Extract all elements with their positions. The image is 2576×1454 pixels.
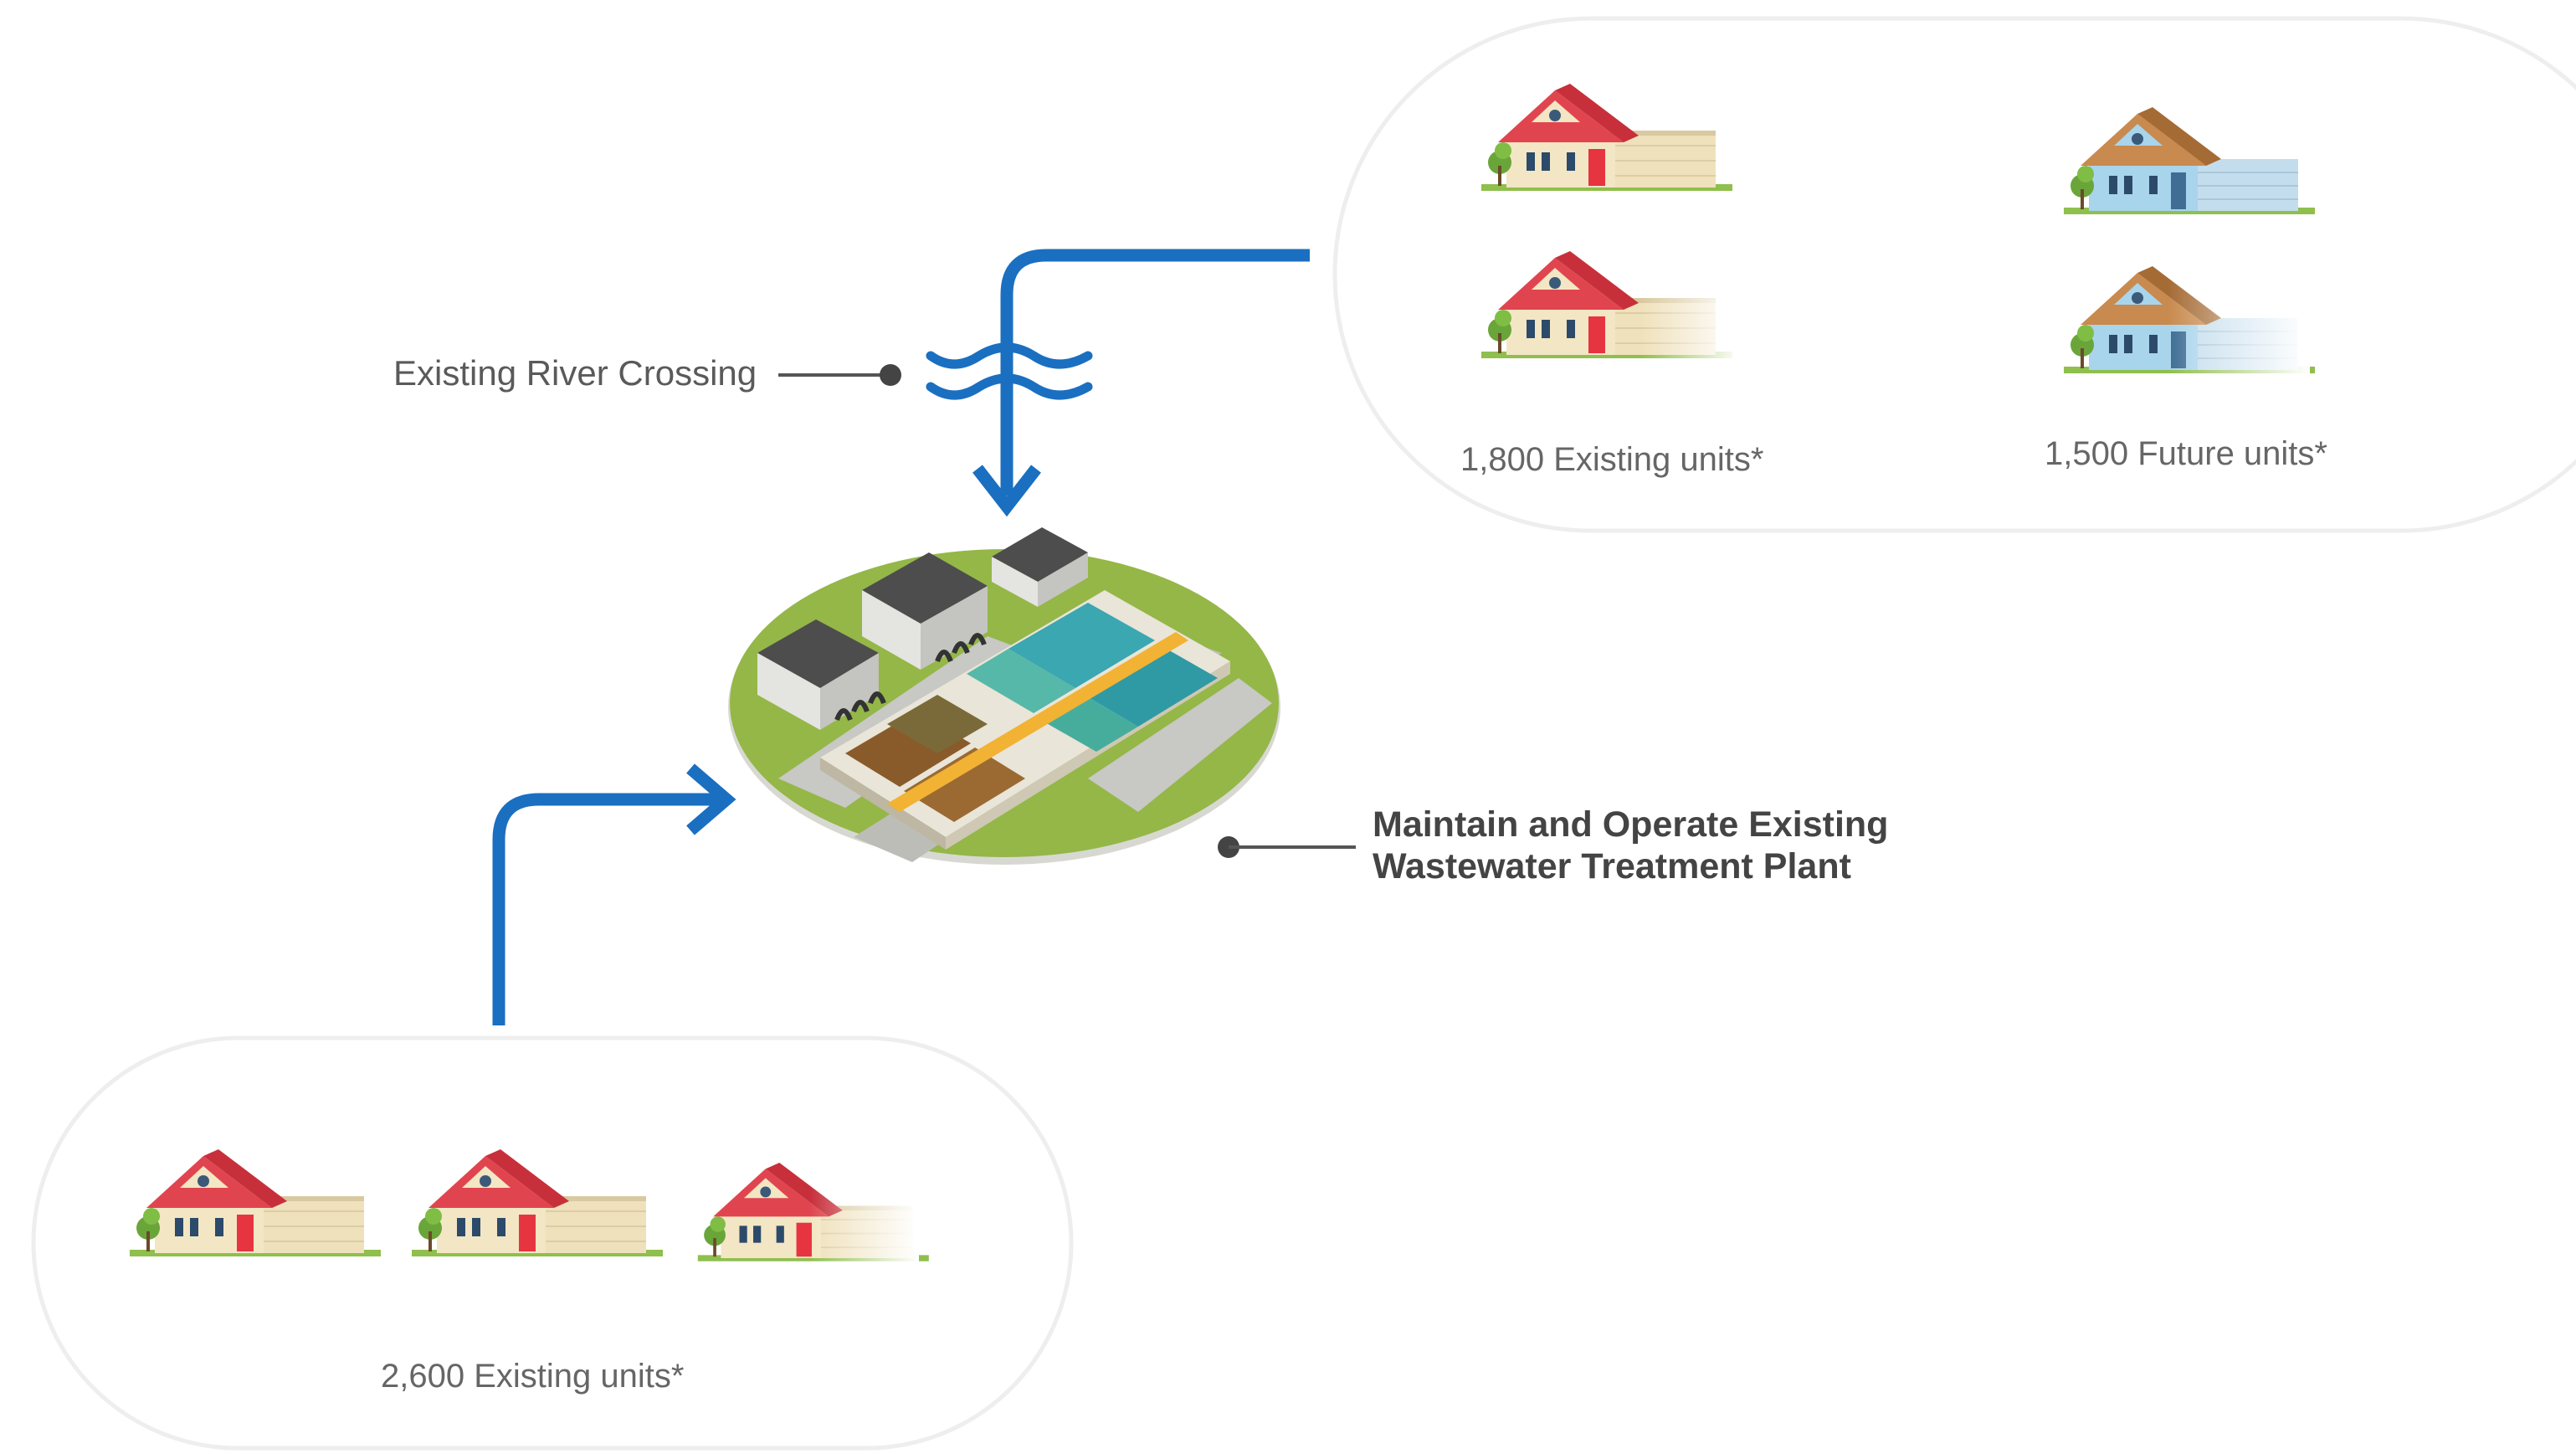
flow-pipe-north (1000, 249, 1310, 496)
future-1500-label: 1,500 Future units* (2045, 435, 2327, 472)
arrow-head-down-icon (972, 465, 1041, 517)
river-crossing-label: Existing River Crossing (393, 353, 757, 393)
house-fade-mask (810, 1159, 919, 1285)
existing-1800-label: 1,800 Existing units* (1460, 441, 1764, 478)
water-waves-icon (926, 342, 1093, 400)
treatment-plant-icon (728, 527, 1280, 865)
house-fade-mask (2168, 266, 2310, 383)
plant-label-line1: Maintain and Operate Existing (1373, 804, 1889, 845)
plant-label: Maintain and Operate Existing Wastewater… (1373, 804, 1888, 887)
plant-label-line2: Wastewater Treatment Plant (1373, 846, 1851, 886)
river-crossing-dot (880, 364, 901, 386)
house-fade-mask (1640, 251, 1741, 368)
existing-2600-label: 2,600 Existing units* (381, 1358, 685, 1395)
flow-pipe-south (492, 793, 720, 1025)
arrow-head-right-icon (686, 763, 736, 835)
